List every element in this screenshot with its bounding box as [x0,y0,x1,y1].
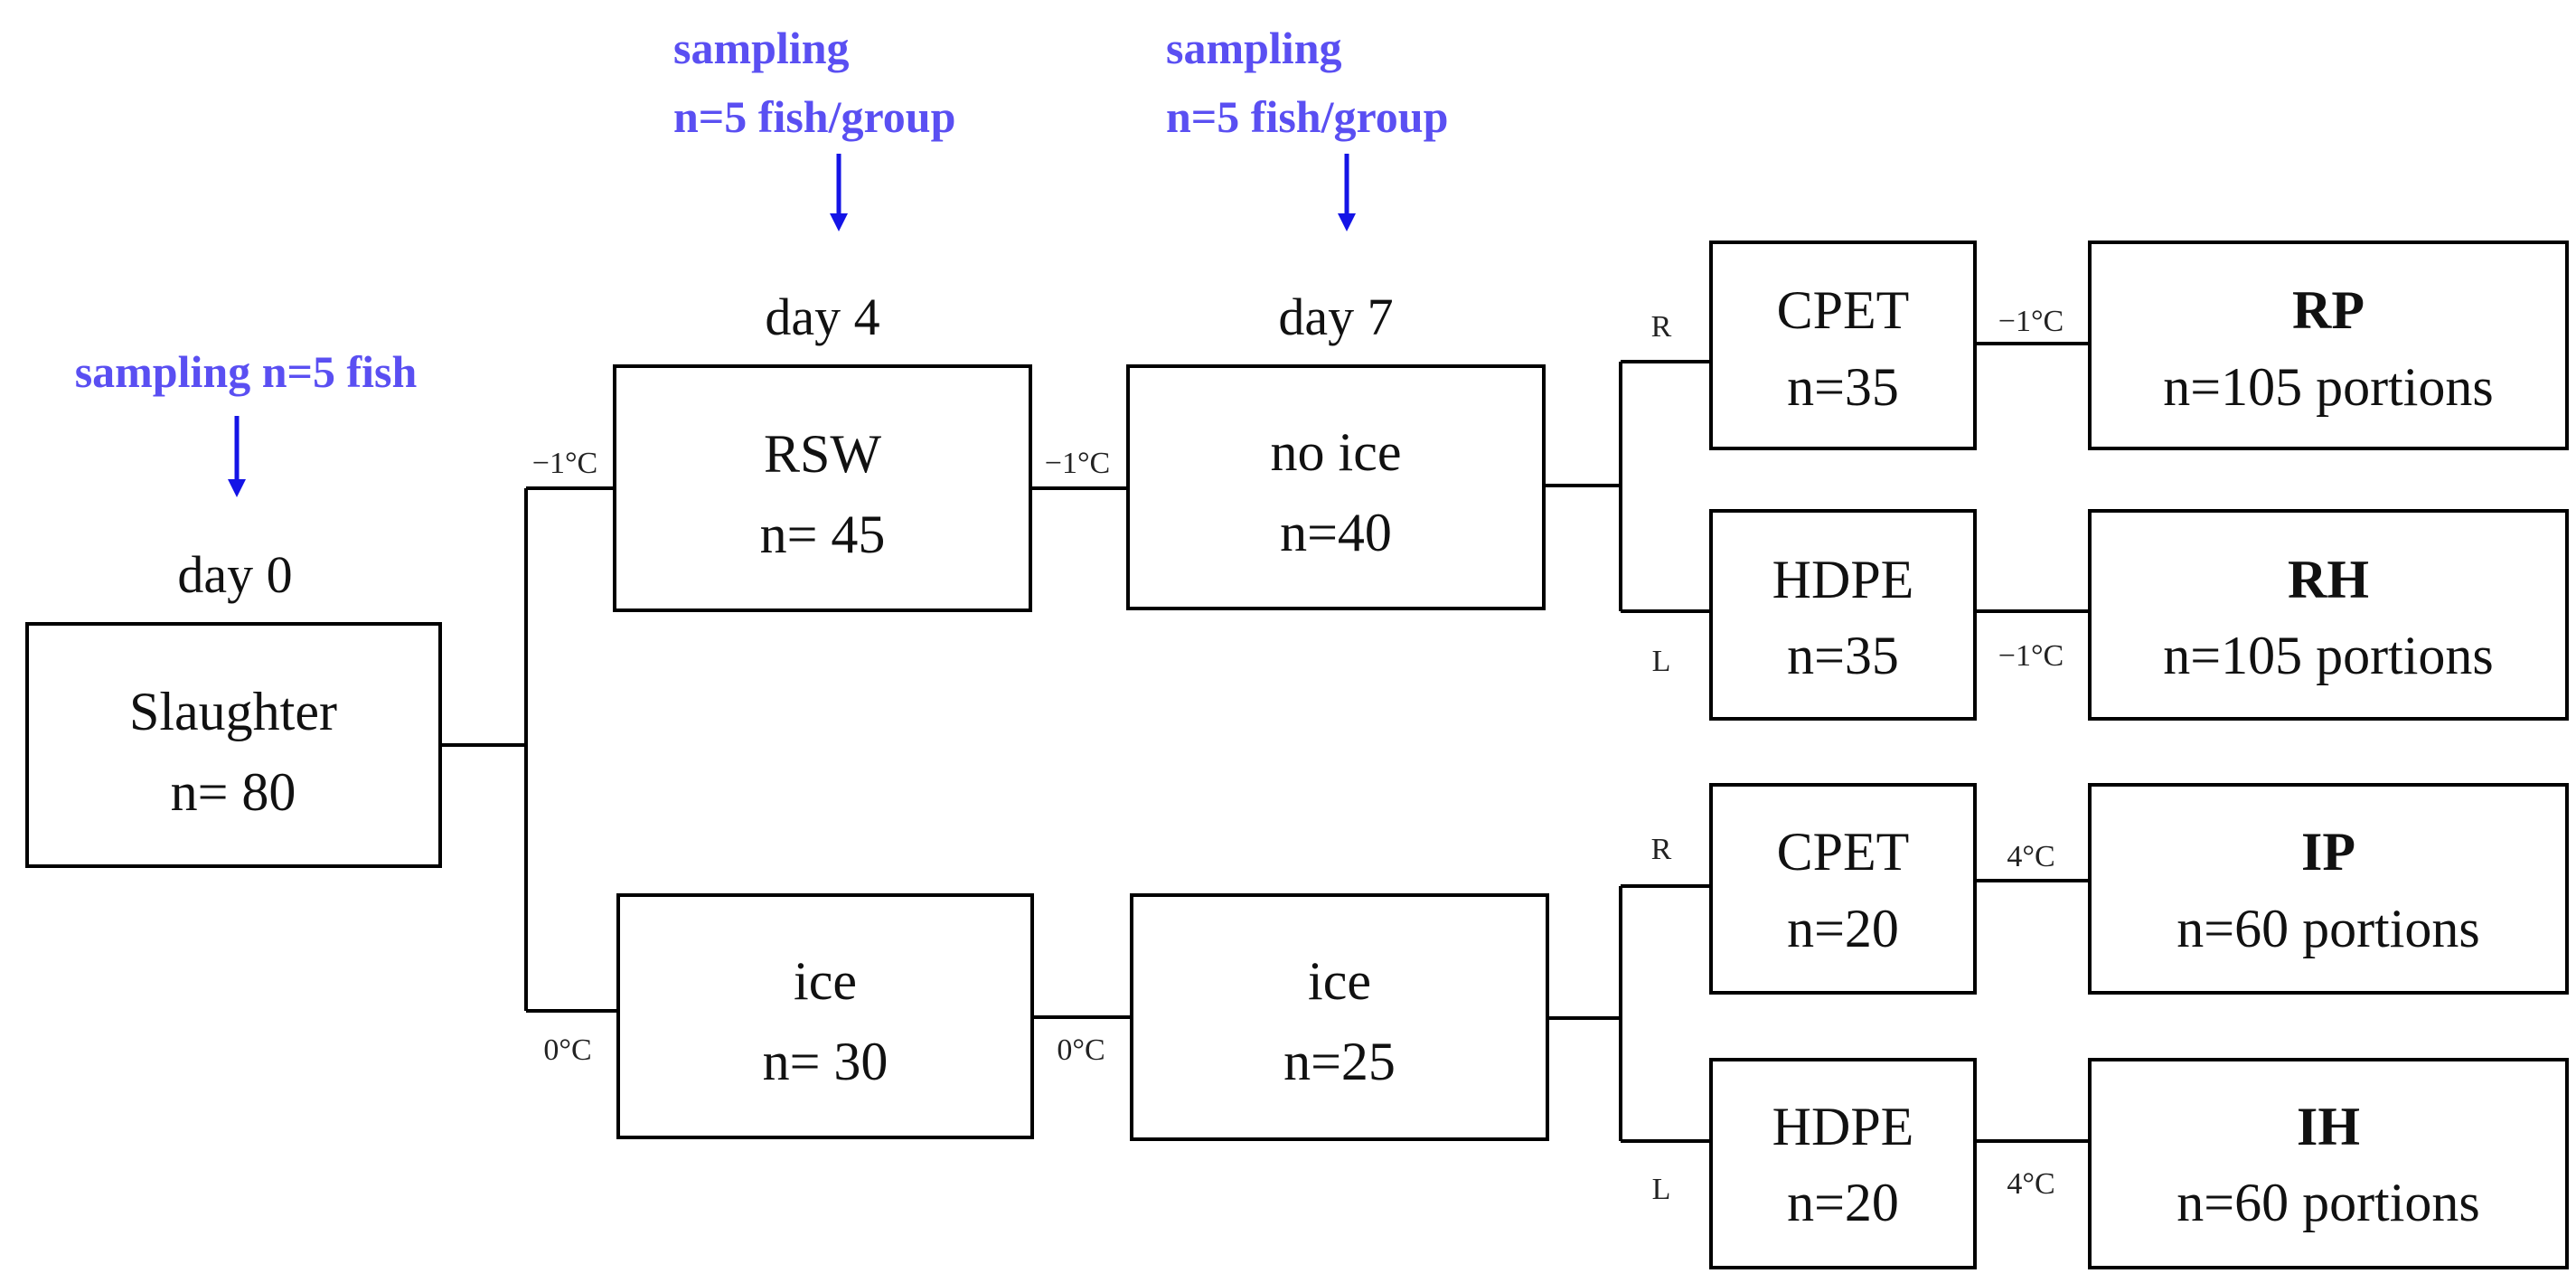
connectors [440,342,2090,1143]
hdpe-i-box-title: HDPE [1772,1097,1914,1156]
rh-box-count: n=105 portions [2163,626,2494,685]
ice1-box-count: n= 30 [763,1032,888,1091]
branch-lower-l: L [1652,1173,1671,1206]
branch-upper-r: R [1651,310,1672,344]
sampling-day0-text: sampling n=5 fish [75,346,418,397]
cpet-r-box: CPET n=35 [1709,241,1977,450]
ice1-box-title: ice [794,951,857,1011]
ih-box-count: n=60 portions [2176,1173,2480,1232]
hdpe-r-box-count: n=35 [1787,626,1899,685]
sampling-day7-text-2: n=5 fish/group [1166,91,1448,142]
branch-lower-r: R [1651,833,1672,866]
rp-box-count: n=105 portions [2163,357,2494,417]
cpet-i-box-count: n=20 [1787,899,1899,958]
ip-box: IP n=60 portions [2088,783,2569,995]
sampling-day4-text-2: n=5 fish/group [673,91,955,142]
slaughter-box-title: Slaughter [129,682,337,741]
slaughter-box-count: n= 80 [171,762,296,822]
rp-box: RP n=105 portions [2088,241,2569,450]
temp-to-rsw: −1°C [532,447,597,480]
ip-box-count: n=60 portions [2176,899,2480,958]
hdpe-i-box: HDPE n=20 [1709,1058,1977,1269]
sampling-day4: sampling n=5 fish/group [673,23,955,231]
ih-box-title: IH [2297,1097,2360,1156]
temp-ice1-ice2: 0°C [1057,1033,1105,1067]
cpet-i-box: CPET n=20 [1709,783,1977,995]
cpet-i-box-title: CPET [1777,822,1910,882]
cpet-r-box-title: CPET [1777,280,1910,340]
sampling-day7-text-1: sampling [1166,23,1342,73]
slaughter-box: Slaughter n= 80 [25,622,442,868]
branch-upper-l: L [1652,645,1671,678]
sampling-day4-arrowhead [830,213,848,231]
rh-box: RH n=105 portions [2088,509,2569,721]
cpet-r-box-count: n=35 [1787,357,1899,417]
ice2-box-title: ice [1308,951,1371,1011]
sampling-day0: sampling n=5 fish [75,346,418,497]
ice2-box-count: n=25 [1283,1032,1396,1091]
rp-box-title: RP [2292,280,2364,340]
day-4-label: day 4 [765,288,879,346]
sampling-day7: sampling n=5 fish/group [1166,23,1448,231]
noice-box-count: n=40 [1280,503,1392,562]
ice2-box: ice n=25 [1130,893,1549,1141]
noice-box-title: no ice [1271,422,1402,482]
day-7-label: day 7 [1278,288,1393,346]
sampling-day0-arrowhead [228,479,246,497]
temp-rsw-noice: −1°C [1045,447,1110,480]
rsw-box-count: n= 45 [760,505,886,564]
ih-box: IH n=60 portions [2088,1058,2569,1269]
temp-cpet-i-ip: 4°C [2007,840,2054,873]
hdpe-r-box-title: HDPE [1772,550,1914,609]
rh-box-title: RH [2288,550,2369,609]
hdpe-i-box-count: n=20 [1787,1173,1899,1232]
hdpe-r-box: HDPE n=35 [1709,509,1977,721]
temp-cpet-r-rp: −1°C [1998,305,2064,338]
temp-hdpe-i-ih: 4°C [2007,1167,2054,1201]
temp-to-ice1: 0°C [543,1033,591,1067]
noice-box: no ice n=40 [1126,364,1546,610]
sampling-day4-text-1: sampling [673,23,850,73]
rsw-box-title: RSW [764,424,881,484]
sampling-day7-arrowhead [1338,213,1356,231]
rsw-box: RSW n= 45 [613,364,1032,612]
ice1-box: ice n= 30 [616,893,1034,1139]
day-0-label: day 0 [177,545,292,604]
ip-box-title: IP [2301,822,2355,882]
temp-hdpe-r-rh: −1°C [1998,639,2064,673]
